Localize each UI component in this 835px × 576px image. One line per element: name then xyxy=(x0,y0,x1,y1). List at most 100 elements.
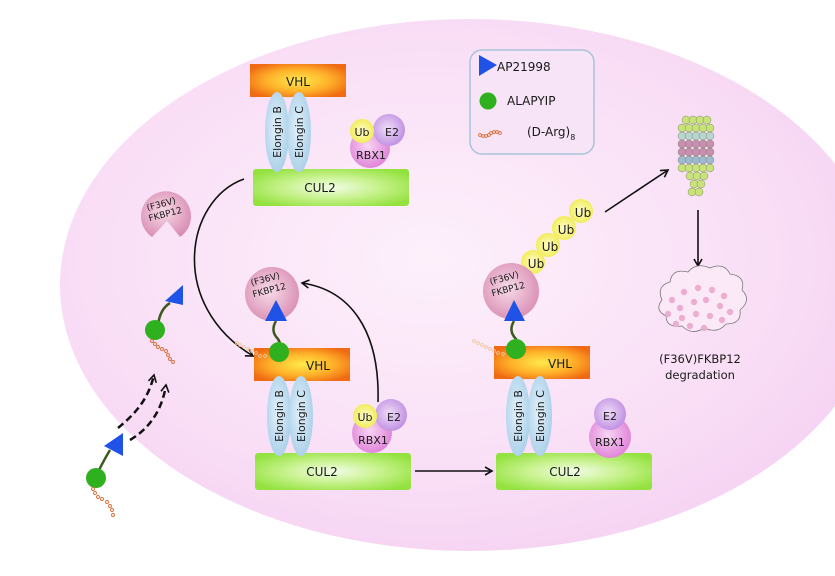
cul2-label: CUL2 xyxy=(306,465,337,479)
e3-ligase-complex-middle: (F36V) FKBP12 VHL CUL2 Elongin B Elongin… xyxy=(235,267,411,490)
proteasome-subunit xyxy=(677,139,687,149)
proteasome-subunit xyxy=(677,131,687,141)
proteasome-subunit xyxy=(705,139,715,149)
ub-label: Ub xyxy=(354,126,369,139)
proteasome-subunit xyxy=(705,155,715,165)
alapyip-icon xyxy=(145,320,165,340)
degradation-label-line2: degradation xyxy=(665,368,735,382)
ub-chain-unit xyxy=(552,216,576,240)
e2 xyxy=(373,114,405,146)
ub xyxy=(353,404,377,428)
peptide-fragment xyxy=(678,314,686,322)
legend: AP21998 ALAPYIP (D-Arg)8 xyxy=(469,49,595,155)
proteasome-subunit xyxy=(685,171,695,181)
fkbp12-protein xyxy=(483,263,539,319)
proteasome-subunit xyxy=(691,147,701,157)
proteasome-subunit xyxy=(698,123,708,133)
proteasome-subunit xyxy=(705,147,715,157)
rbx1-label: RBX1 xyxy=(358,434,388,447)
darg-chain-icon xyxy=(472,339,505,356)
proteasome-subunit xyxy=(705,123,715,133)
ap21998-icon xyxy=(504,300,525,321)
ap21998-icon xyxy=(104,433,123,456)
peptide-fragment xyxy=(672,320,680,328)
proteasome-subunit xyxy=(691,131,701,141)
proteasome-subunit xyxy=(684,163,694,173)
degraded-peptides-cloud xyxy=(658,265,747,332)
proteasome-subunit xyxy=(687,187,697,197)
elongin-c xyxy=(287,92,311,172)
peptide-fragment xyxy=(668,296,676,304)
elongin-c xyxy=(528,376,552,456)
peptide-fragment xyxy=(720,292,728,300)
ub-chain-unit xyxy=(521,250,545,274)
e2-label: E2 xyxy=(603,410,617,423)
vhl-box xyxy=(254,348,350,381)
proteasome-subunit xyxy=(691,123,701,133)
ub-label: Ub xyxy=(575,206,591,220)
peptide-fragment xyxy=(726,308,734,316)
proteasome-subunit xyxy=(677,147,687,157)
e3-ligase-complex-top: VHL CUL2 Elongin B Elongin C Ub E2 RBX1 xyxy=(250,64,409,206)
rbx1-label: RBX1 xyxy=(356,149,386,162)
peptide-fragment xyxy=(716,302,724,310)
ub-label: Ub xyxy=(528,257,544,271)
elongin-c-label: Elongin C xyxy=(534,390,547,442)
cul2-box xyxy=(253,169,409,206)
e2 xyxy=(375,399,407,431)
alapyip-icon xyxy=(269,342,289,362)
proteasome-subunit xyxy=(677,155,687,165)
peptide-fragment xyxy=(690,298,698,306)
proteasome-subunit xyxy=(691,163,701,173)
peptide-fragment xyxy=(692,310,700,318)
elongin-c xyxy=(289,376,313,456)
e2 xyxy=(594,398,626,430)
cul2-box xyxy=(255,453,411,490)
peptide-fragments xyxy=(664,284,734,332)
legend-label-darg: (D-Arg)8 xyxy=(527,125,575,142)
darg-chain-icon xyxy=(91,487,115,517)
peptide-fragment xyxy=(680,288,688,296)
proteasome-subunit xyxy=(694,187,704,197)
peptide-fragment xyxy=(694,284,702,292)
fkbp12-protein xyxy=(245,267,299,321)
proteasome-subunit xyxy=(681,115,691,125)
ap21998-legend-icon xyxy=(479,55,497,76)
ap21998-icon xyxy=(265,300,287,321)
proteasome-subunit xyxy=(698,163,708,173)
proteasome-subunit xyxy=(705,131,715,141)
elongin-b xyxy=(265,92,289,172)
linker xyxy=(96,449,112,473)
elongin-b-label: Elongin B xyxy=(271,106,284,158)
elongin-b-label: Elongin B xyxy=(512,390,525,442)
proteasome-subunit xyxy=(695,115,705,125)
darg-chain-icon xyxy=(150,339,175,364)
proteasome-subunit xyxy=(691,139,701,149)
legend-label-ap21998: AP21998 xyxy=(497,60,551,74)
elongin-c-label: Elongin C xyxy=(295,390,308,442)
peptide-fragment xyxy=(702,296,710,304)
proteasome-subunit xyxy=(699,171,709,181)
darg-chain-icon xyxy=(235,341,267,358)
proteasome-subunit xyxy=(684,131,694,141)
elongin-c-label: Elongin C xyxy=(293,106,306,158)
alapyip-icon xyxy=(506,339,526,359)
cul2-box xyxy=(496,453,652,490)
protac-intracellular xyxy=(145,285,183,364)
peptide-fragment xyxy=(700,324,708,332)
peptide-fragment xyxy=(664,310,672,318)
proteasome-subunit xyxy=(702,115,712,125)
e2-label: E2 xyxy=(387,411,401,424)
vhl-label: VHL xyxy=(286,75,310,89)
free-fkbp12: (F36V) FKBP12 xyxy=(141,191,192,237)
proteasome-subunit xyxy=(684,123,694,133)
alapyip-legend-icon xyxy=(479,92,497,110)
proteasome-subunit xyxy=(689,179,699,189)
proteasome-subunit xyxy=(696,179,706,189)
proteasome-subunit xyxy=(698,131,708,141)
proteasome-subunit xyxy=(698,147,708,157)
cul2-label: CUL2 xyxy=(304,181,335,195)
ub-label: Ub xyxy=(542,240,558,254)
proteasome-subunit xyxy=(684,155,694,165)
